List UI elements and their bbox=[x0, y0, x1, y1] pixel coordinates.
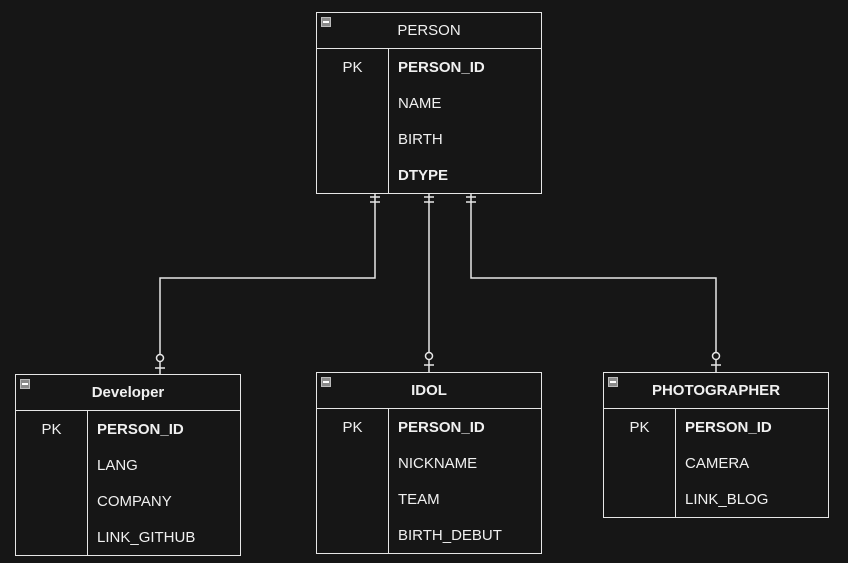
key-label: PK bbox=[342, 418, 363, 436]
attribute-primary-key[interactable]: PERSON_ID bbox=[685, 418, 772, 436]
entity-header: PHOTOGRAPHER bbox=[604, 373, 828, 409]
entity-developer[interactable]: Developer PK PERSON_ID LANG COMPANY LINK… bbox=[15, 374, 241, 556]
attribute-column: PERSON_ID CAMERA LINK_BLOG bbox=[676, 409, 828, 517]
relationship-person-photographer[interactable] bbox=[470, 192, 717, 372]
entity-person[interactable]: PERSON PK PERSON_ID NAME BIRTH DTYPE bbox=[316, 12, 542, 194]
zero-marker bbox=[711, 351, 721, 361]
key-column: PK bbox=[604, 409, 676, 517]
entity-header: Developer bbox=[16, 375, 240, 411]
attribute-column: PERSON_ID NAME BIRTH DTYPE bbox=[389, 49, 541, 193]
attribute[interactable]: TEAM bbox=[398, 490, 440, 508]
entity-title: IDOL bbox=[411, 382, 447, 399]
attribute-column: PERSON_ID NICKNAME TEAM BIRTH_DEBUT bbox=[389, 409, 541, 553]
entity-photographer[interactable]: PHOTOGRAPHER PK PERSON_ID CAMERA LINK_BL… bbox=[603, 372, 829, 518]
entity-title: PHOTOGRAPHER bbox=[651, 382, 781, 399]
key-column: PK bbox=[317, 409, 389, 553]
attribute[interactable]: COMPANY bbox=[97, 492, 172, 510]
attribute[interactable]: LINK_GITHUB bbox=[97, 528, 196, 546]
key-label: PK bbox=[41, 420, 62, 438]
attribute-column: PERSON_ID LANG COMPANY LINK_GITHUB bbox=[88, 411, 240, 555]
attribute[interactable]: NAME bbox=[398, 94, 442, 112]
attribute-discriminator[interactable]: DTYPE bbox=[398, 166, 449, 184]
collapse-icon[interactable] bbox=[321, 17, 331, 27]
attribute[interactable]: LANG bbox=[97, 456, 138, 474]
attribute[interactable]: BIRTH bbox=[398, 130, 443, 148]
zero-marker bbox=[155, 353, 165, 363]
attribute-primary-key[interactable]: PERSON_ID bbox=[398, 418, 485, 436]
entity-header: PERSON bbox=[317, 13, 541, 49]
entity-title: PERSON bbox=[397, 22, 461, 39]
entity-idol[interactable]: IDOL PK PERSON_ID NICKNAME TEAM BIRTH_DE… bbox=[316, 372, 542, 554]
collapse-icon[interactable] bbox=[20, 379, 30, 389]
attribute[interactable]: LINK_BLOG bbox=[685, 490, 769, 508]
relationship-person-developer[interactable] bbox=[159, 192, 376, 375]
attribute[interactable]: NICKNAME bbox=[398, 454, 478, 472]
key-label: PK bbox=[629, 418, 650, 436]
entity-title: Developer bbox=[91, 384, 165, 401]
key-label: PK bbox=[342, 58, 363, 76]
entity-header: IDOL bbox=[317, 373, 541, 409]
collapse-icon[interactable] bbox=[608, 377, 618, 387]
key-column: PK bbox=[317, 49, 389, 193]
key-column: PK bbox=[16, 411, 88, 555]
collapse-icon[interactable] bbox=[321, 377, 331, 387]
attribute[interactable]: CAMERA bbox=[685, 454, 750, 472]
attribute[interactable]: BIRTH_DEBUT bbox=[398, 526, 502, 544]
attribute-primary-key[interactable]: PERSON_ID bbox=[398, 58, 485, 76]
zero-marker bbox=[424, 351, 434, 361]
attribute-primary-key[interactable]: PERSON_ID bbox=[97, 420, 184, 438]
